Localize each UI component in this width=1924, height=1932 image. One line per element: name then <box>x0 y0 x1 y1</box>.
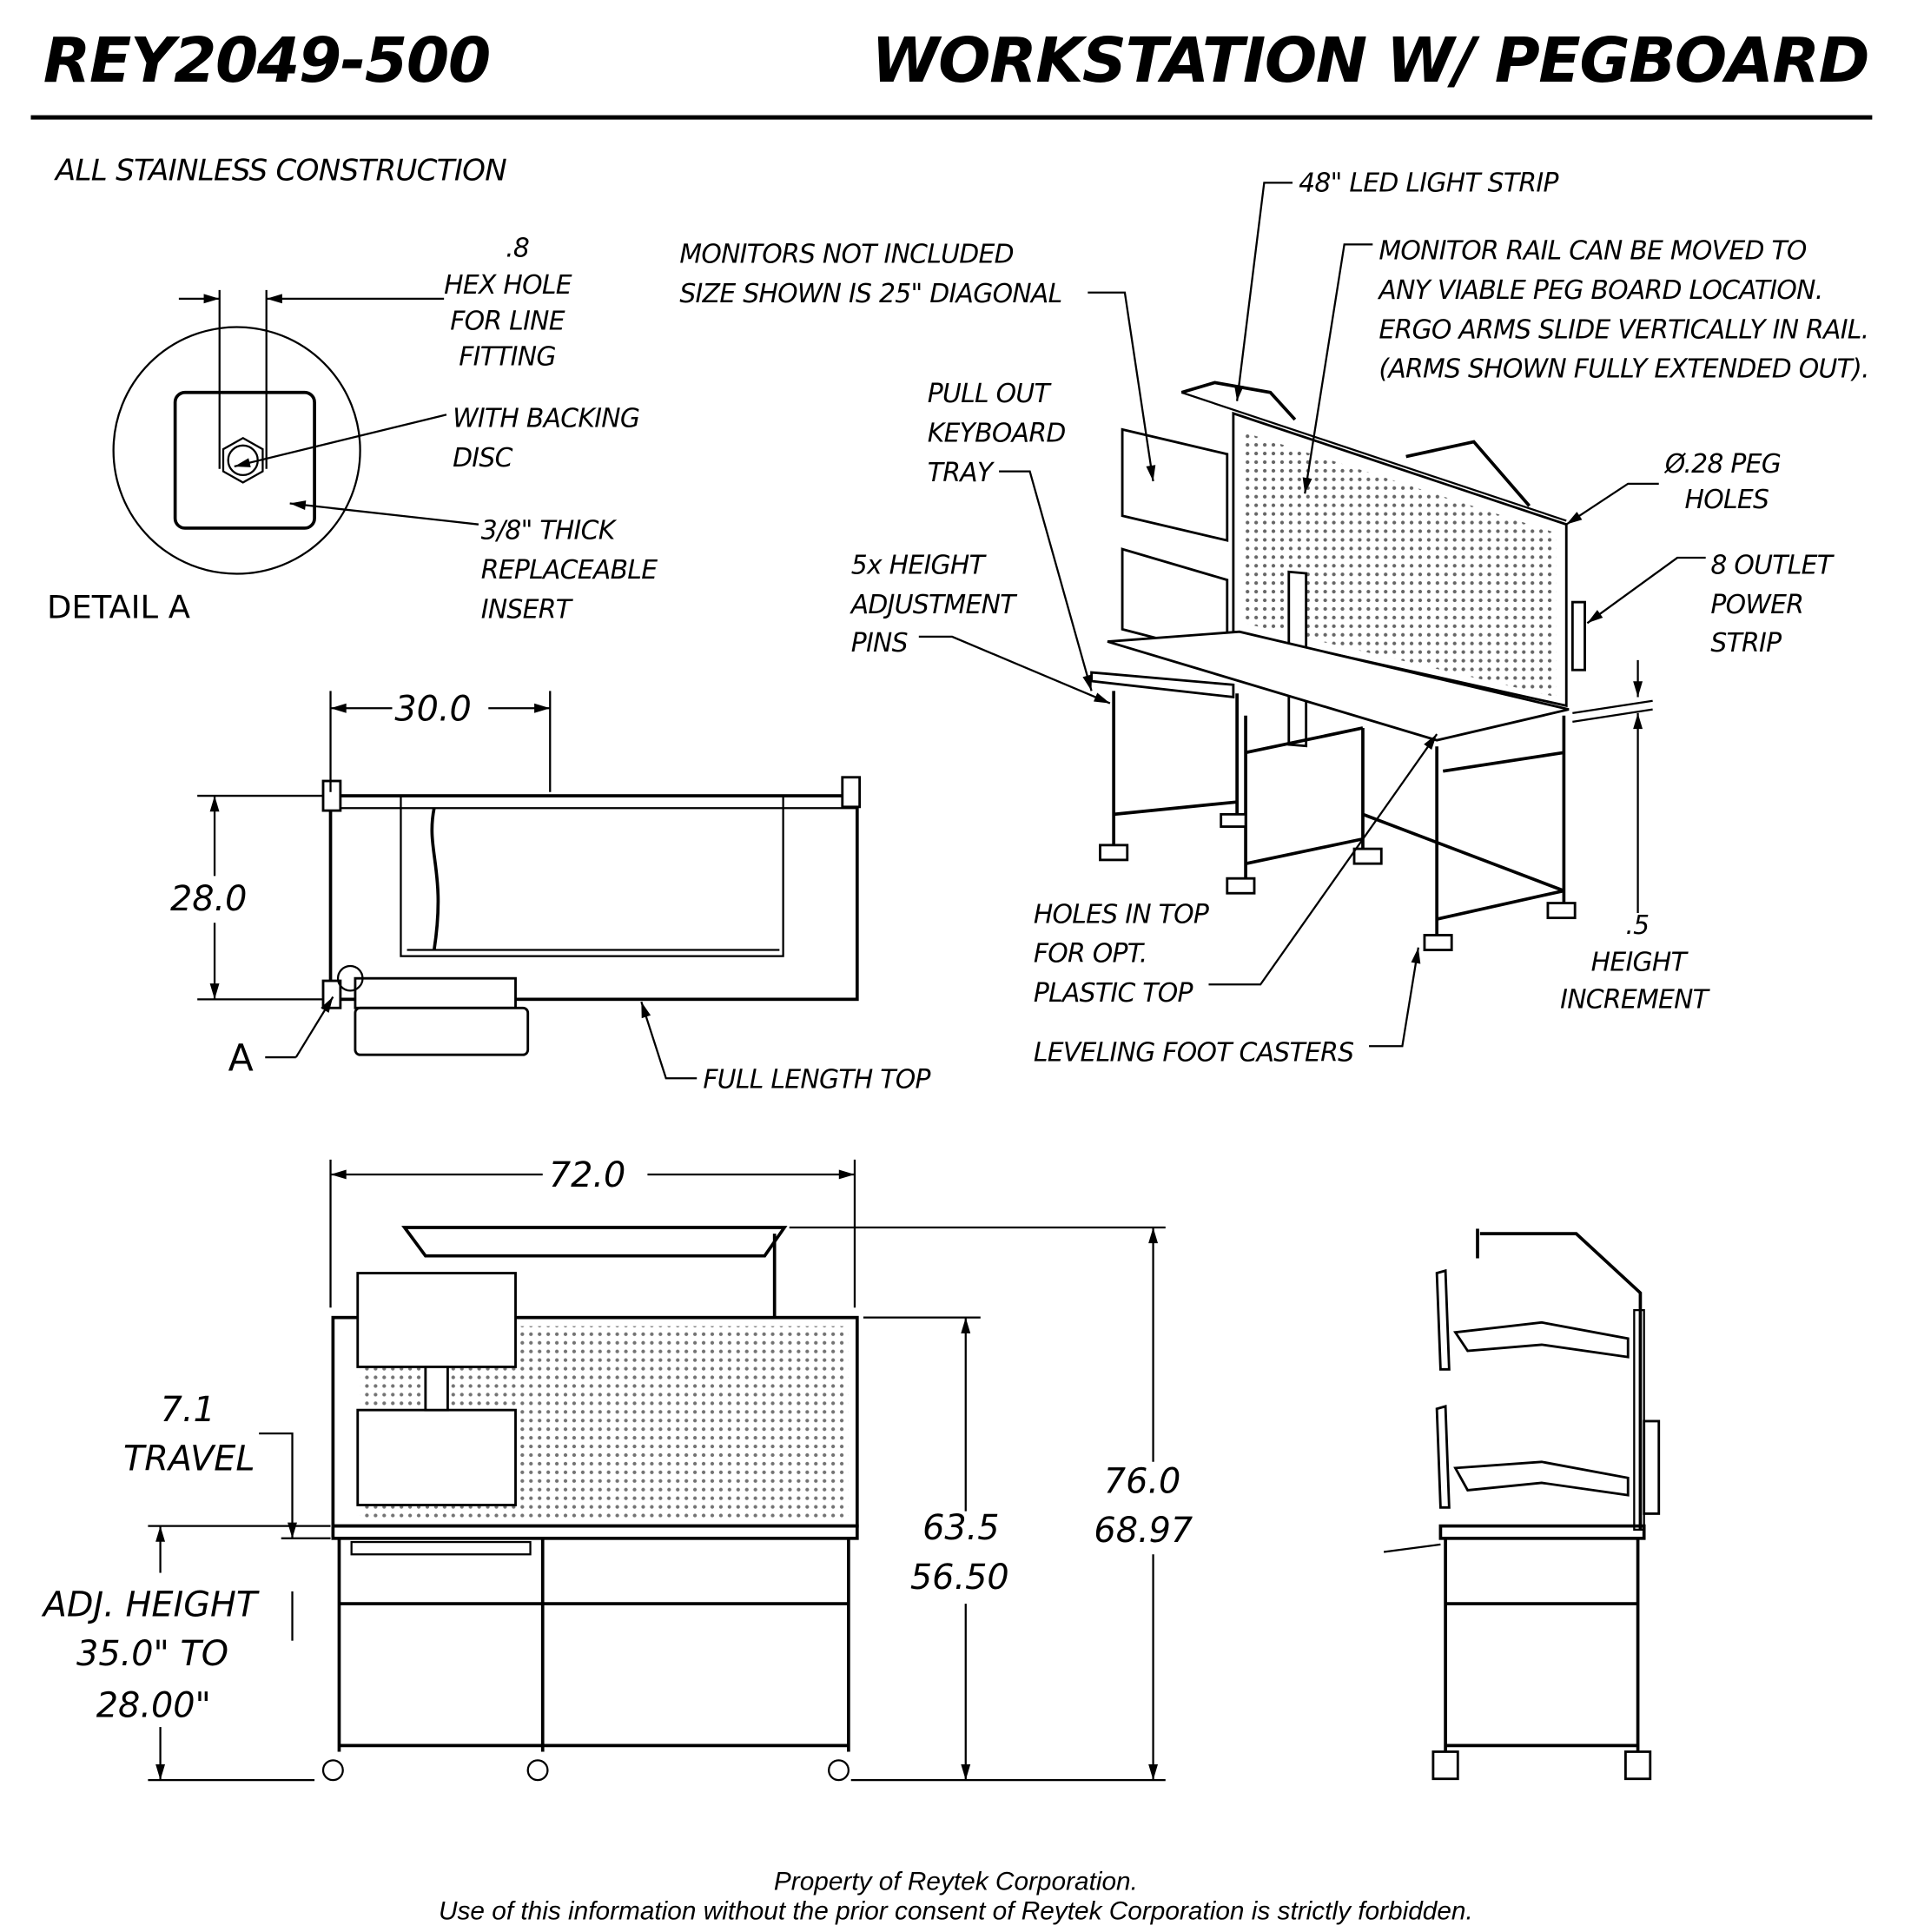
insert-label: REPLACEABLE <box>481 555 658 586</box>
top-width-dim: 30.0 <box>394 689 472 729</box>
top-view: 30.0 28.0 A FULL LENGTH TOP <box>170 689 931 1095</box>
adj-height-min: 28.00" <box>96 1686 211 1726</box>
height-pins-label: 5x HEIGHT <box>851 550 988 580</box>
footer-disclaimer: Use of this information without the prio… <box>439 1897 1473 1926</box>
travel-label: TRAVEL <box>123 1439 255 1479</box>
upper-monitor <box>356 1272 517 1368</box>
hex-hole-label: FITTING <box>459 342 556 373</box>
casters-label: LEVELING FOOT CASTERS <box>1034 1037 1353 1068</box>
detail-marker: A <box>228 1037 254 1081</box>
front-width-dim: 72.0 <box>549 1155 626 1195</box>
led-strip-label: 48" LED LIGHT STRIP <box>1299 168 1558 198</box>
height-pins-label: PINS <box>851 628 908 658</box>
drawing-title: WORKSTATION W/ PEGBOARD <box>871 24 1868 96</box>
peg-holes-label: Ø.28 PEG <box>1663 449 1781 480</box>
backing-label: WITH BACKING <box>453 404 639 434</box>
overall-height-max: 76.0 <box>1104 1461 1181 1501</box>
iso-view: MONITORS NOT INCLUDED SIZE SHOWN IS 25" … <box>679 168 1869 1068</box>
footer-property: Property of Reytek Corporation. <box>774 1867 1138 1896</box>
detail-a-title: DETAIL A <box>47 589 190 626</box>
keyboard-tray-label: KEYBOARD <box>928 419 1066 449</box>
monitors-label: SIZE SHOWN IS 25" DIAGONAL <box>679 279 1061 309</box>
power-strip-label: 8 OUTLET <box>1710 550 1835 580</box>
top-depth-dim: 28.0 <box>170 879 248 919</box>
overall-height-min: 68.97 <box>1094 1511 1193 1551</box>
backing-label: DISC <box>453 443 513 473</box>
adj-height-max: 35.0" TO <box>76 1634 228 1674</box>
power-strip-label: STRIP <box>1710 628 1782 658</box>
power-strip-label: POWER <box>1710 590 1803 620</box>
height-pins-label: ADJUSTMENT <box>850 590 1018 620</box>
construction-note: ALL STAINLESS CONSTRUCTION <box>54 154 506 189</box>
travel-dim: 7.1 <box>161 1390 215 1430</box>
insert-label: INSERT <box>481 595 574 625</box>
adj-height-label: ADJ. HEIGHT <box>41 1585 260 1624</box>
pegboard-height-max: 63.5 <box>922 1508 1000 1548</box>
monitor-rail-label: (ARMS SHOWN FULLY EXTENDED OUT). <box>1379 354 1868 385</box>
front-view: 72.0 7.1 TRAVEL ADJ. HEIGHT 35.0" TO 28.… <box>41 1155 1193 1782</box>
height-increment-label: INCREMENT <box>1560 984 1711 1015</box>
side-view <box>1383 1228 1661 1781</box>
lower-monitor <box>356 1408 517 1506</box>
keyboard-tray-label: PULL OUT <box>928 379 1053 409</box>
hex-hole-label: FOR LINE <box>450 306 565 336</box>
part-number: REY2049-500 <box>43 24 490 96</box>
holes-in-top-label: HOLES IN TOP <box>1034 899 1209 930</box>
keyboard-tray-label: TRAY <box>928 458 995 488</box>
monitor-rail-label: ERGO ARMS SLIDE VERTICALLY IN RAIL. <box>1379 314 1868 345</box>
full-length-top-label: FULL LENGTH TOP <box>703 1065 930 1095</box>
detail-a: .8 HEX HOLE FOR LINE FITTING WITH BACKIN… <box>47 234 658 626</box>
holes-in-top-label: PLASTIC TOP <box>1034 978 1193 1009</box>
holes-in-top-label: FOR OPT. <box>1034 939 1147 969</box>
height-increment-label: .5 <box>1625 910 1649 941</box>
hex-hole-label: HEX HOLE <box>444 270 572 301</box>
peg-holes-label: HOLES <box>1685 485 1769 515</box>
insert-label: 3/8" THICK <box>481 516 618 546</box>
monitors-label: MONITORS NOT INCLUDED <box>679 240 1014 270</box>
pegboard-height-min: 56.50 <box>910 1558 1009 1598</box>
monitor-rail-label: MONITOR RAIL CAN BE MOVED TO <box>1379 235 1807 266</box>
hex-hole-dim: .8 <box>506 234 529 264</box>
height-increment-label: HEIGHT <box>1591 948 1689 978</box>
monitor-rail-label: ANY VIABLE PEG BOARD LOCATION. <box>1377 275 1822 306</box>
hex-hole-icon <box>221 436 264 484</box>
